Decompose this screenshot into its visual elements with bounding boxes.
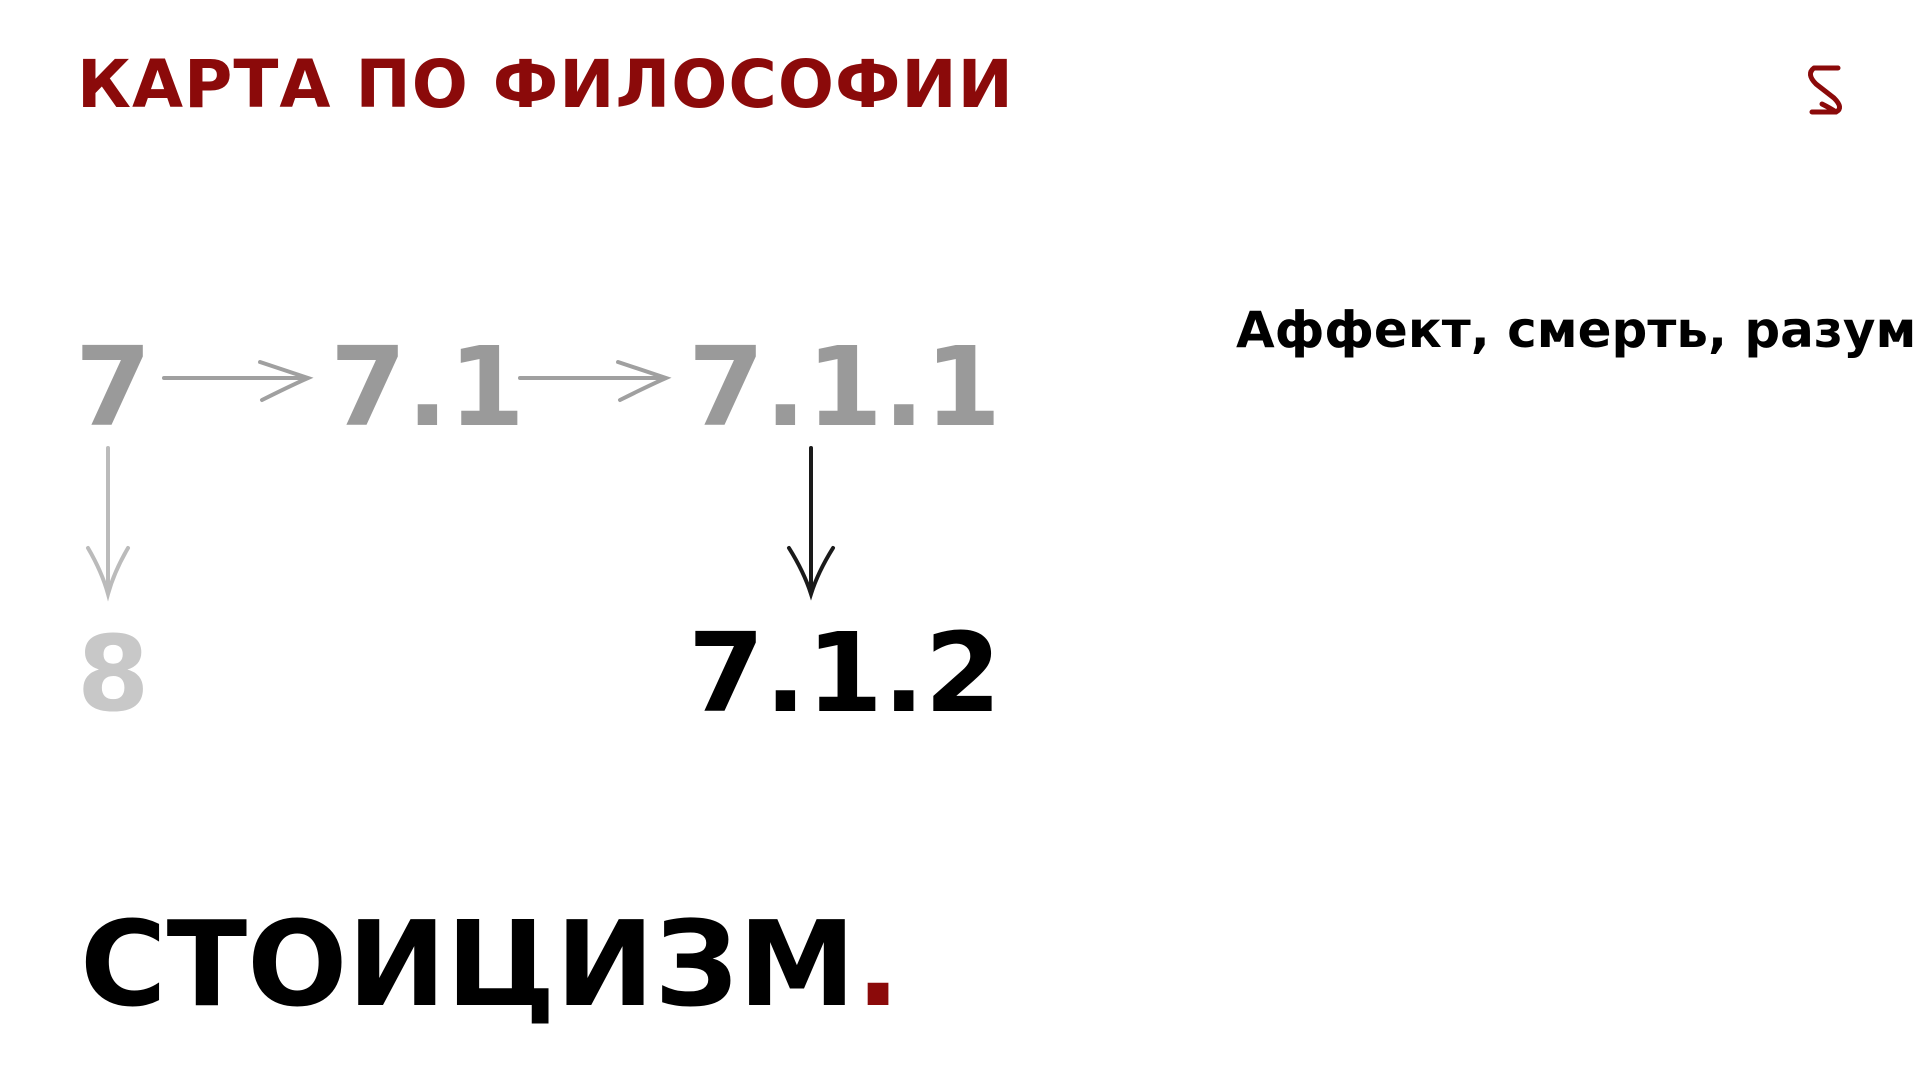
main-title-period: . xyxy=(855,895,901,1033)
topic-subtitle: Аффект, смерть, разум xyxy=(1236,301,1917,359)
arrow-7-1-1-to-7-1-2 xyxy=(787,446,835,601)
arrow-7-to-8 xyxy=(86,446,130,602)
arrow-7-to-7-1 xyxy=(162,360,314,402)
logo-stroke xyxy=(1808,65,1842,115)
arrow-7-1-to-7-1-1 xyxy=(518,360,672,402)
main-title-text: СТОИЦИЗМ xyxy=(80,895,856,1033)
page-title: КАРТА ПО ФИЛОСОФИИ xyxy=(77,46,1014,123)
s-logo-icon xyxy=(1808,65,1842,115)
node-7-1-1: 7.1.1 xyxy=(688,323,1002,451)
main-title: СТОИЦИЗМ. xyxy=(80,905,900,1023)
node-7-1-2: 7.1.2 xyxy=(688,609,1002,737)
node-8: 8 xyxy=(77,613,150,735)
node-7-1: 7.1 xyxy=(330,323,525,451)
node-7: 7 xyxy=(75,323,152,451)
